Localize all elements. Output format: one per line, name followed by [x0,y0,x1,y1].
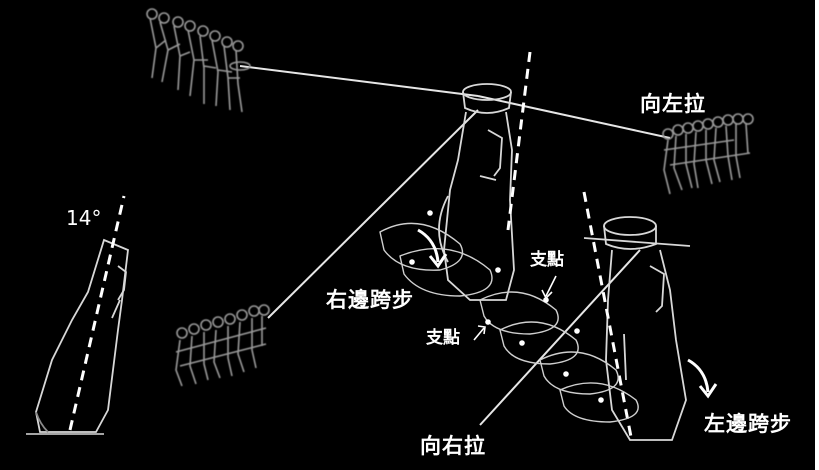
step-left-label: 左邊跨步 [704,412,792,436]
center-statue [438,83,515,301]
pivot-dots [409,210,604,403]
pivot-pointer-lower [473,327,485,341]
crowd-bottom-left [175,304,270,387]
crowd-right [662,113,754,195]
pull-right-label: 向右拉 [420,434,486,458]
tilted-statue [26,238,129,435]
crowd-top-left [146,8,251,113]
tilt-guide-line [68,195,126,431]
rocking-motion-sketch [379,222,639,423]
pivot-label-upper: 支點 [530,250,564,270]
left-step-arrow [687,358,710,393]
step-right-label: 右邊跨步 [326,288,414,312]
tilt-angle-label: 14° [66,206,102,230]
rope-right-statue [479,249,641,426]
right-step-arrow [417,228,440,263]
center-guide-line [506,51,532,231]
right-guide-line [582,191,634,443]
rope-bottom-left [267,109,479,319]
right-statue [583,216,691,441]
pull-left-label: 向左拉 [640,92,706,116]
pivot-pointer-upper [545,275,557,297]
rope-top-left [239,65,479,97]
ropes [239,65,671,426]
pivot-label-lower: 支點 [426,328,460,348]
